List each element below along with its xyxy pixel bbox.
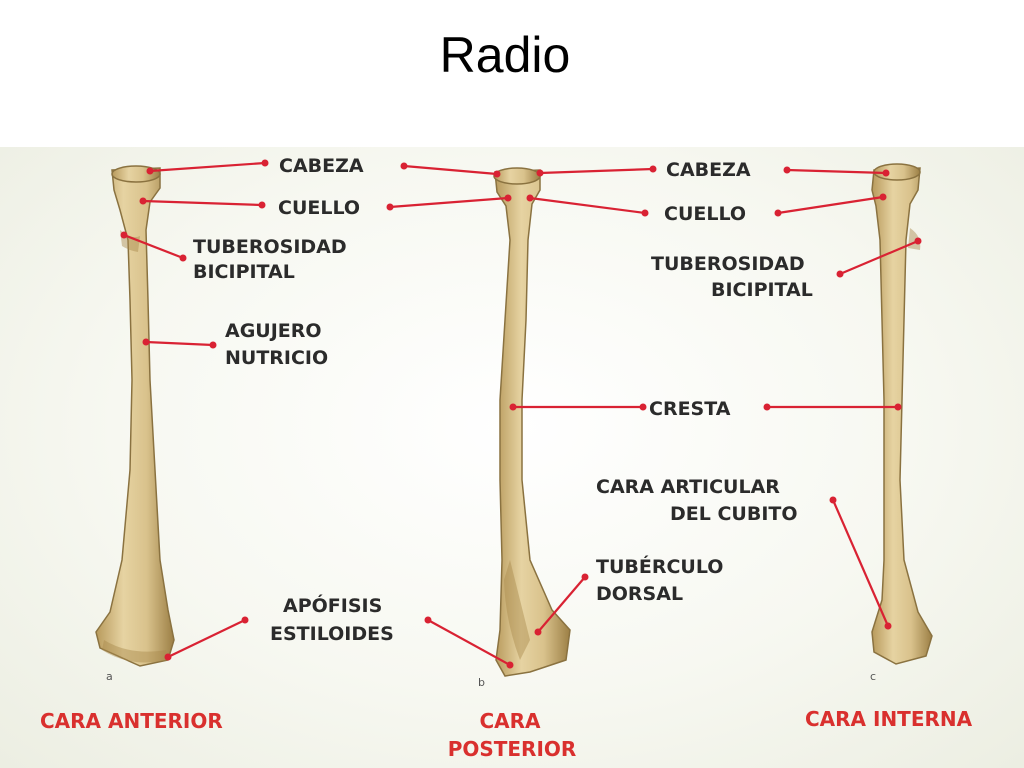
leader-lines-internal: [763, 166, 922, 630]
leader-lines-posterior: [386, 162, 657, 669]
label-cuello-anterior: CUELLO: [278, 197, 360, 219]
bone-internal-view: [871, 163, 933, 665]
bone-anterior-view: [95, 165, 175, 667]
radius-diagram: CABEZA CUELLO TUBEROSIDAD BICIPITAL AGUJ…: [40, 155, 973, 761]
label-tuberosidad-anterior-line2: BICIPITAL: [193, 261, 295, 283]
label-cara-articular-line1: CARA ARTICULAR: [596, 476, 780, 498]
label-cuello-interna: CUELLO: [664, 203, 746, 225]
label-tuberosidad-anterior-line1: TUBEROSIDAD: [193, 236, 347, 258]
caption-cara-posterior-line2: POSTERIOR: [448, 737, 577, 761]
label-cara-articular-line2: DEL CUBITO: [670, 503, 798, 525]
caption-cara-interna: CARA INTERNA: [805, 707, 973, 731]
figure-letter-b: b: [478, 676, 485, 689]
label-cabeza-interna: CABEZA: [666, 159, 751, 181]
caption-cara-anterior: CARA ANTERIOR: [40, 709, 223, 733]
label-cabeza-anterior: CABEZA: [279, 155, 364, 177]
bone-posterior-view: [493, 167, 571, 677]
label-tuberosidad-interna-line2: BICIPITAL: [711, 279, 813, 301]
label-cresta: CRESTA: [649, 398, 731, 420]
leader-lines-anterior: [120, 159, 269, 661]
label-agujero-line2: NUTRICIO: [225, 347, 328, 369]
figure-letter-c: c: [870, 670, 876, 683]
caption-cara-posterior-line1: CARA: [479, 709, 541, 733]
radius-anatomy-plate: CABEZA CUELLO TUBEROSIDAD BICIPITAL AGUJ…: [0, 147, 1024, 768]
label-apofisis-line2: ESTILOIDES: [270, 623, 394, 645]
label-apofisis-line1: APÓFISIS: [283, 593, 382, 617]
label-tuberculo-line2: DORSAL: [596, 583, 683, 605]
figure-letter-a: a: [106, 670, 113, 683]
label-tuberculo-line1: TUBÉRCULO: [596, 555, 723, 578]
label-agujero-line1: AGUJERO: [225, 320, 322, 342]
label-tuberosidad-interna-line1: TUBEROSIDAD: [651, 253, 805, 275]
slide-title: Radio: [439, 27, 571, 83]
